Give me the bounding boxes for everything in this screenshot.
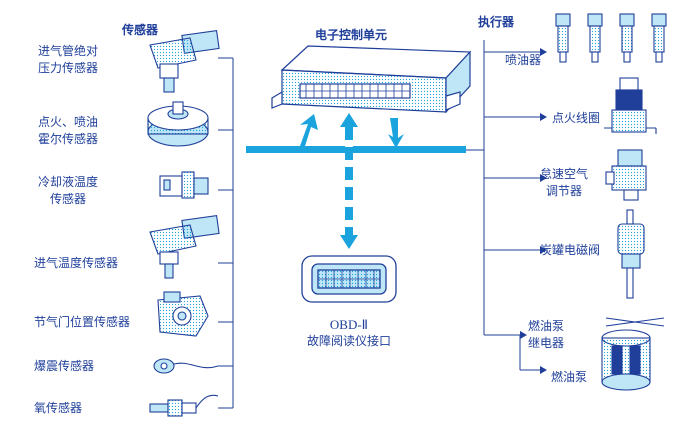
sensor-label-coolant-temp: 冷却液温度 传感器: [38, 174, 98, 208]
actuator-label-line1: 燃油泵: [528, 319, 565, 333]
sensor-label-hall: 点火、喷油 霍尔传感器: [38, 114, 98, 148]
obd-connector-image: [301, 255, 397, 303]
actuators-header: 执行器: [478, 15, 515, 29]
sensor-label-line1: 进气管绝对: [38, 44, 99, 58]
actuator-label-injector: 喷油器: [505, 53, 542, 67]
sensor-label-line1: 点火、喷油: [38, 115, 99, 129]
sensor-label-line2: 传感器: [50, 192, 87, 206]
canister-solenoid-image: [617, 209, 645, 299]
intake-temp-sensor-image: [149, 214, 220, 279]
actuator-label-fuel-pump: 燃油泵: [551, 370, 588, 384]
sensor-label-map: 进气管绝对 压力传感器: [38, 43, 98, 77]
obd-label-line2: 故障阅读仪接口: [306, 334, 391, 348]
obd-label-line1: OBD-Ⅱ: [329, 317, 369, 332]
actuator-label-ignition-coil: 点火线圈: [552, 111, 601, 125]
obd-link-arrow: [340, 113, 358, 249]
actuator-label-line1: 怠速空气: [540, 167, 589, 181]
signal-bus: [246, 114, 466, 153]
ignition-coil-image: [604, 77, 657, 134]
actuator-label-canister-solenoid: 炭罐电磁阀: [540, 243, 601, 257]
sensor-label-knock: 爆震传感器: [34, 359, 95, 373]
actuator-bus-lines: [466, 40, 540, 371]
sensor-bus-lines: [218, 57, 234, 409]
idle-air-valve-image: [605, 149, 647, 201]
map-sensor-image: [149, 29, 220, 93]
actuator-arrowheads: [520, 48, 547, 374]
actuator-label-idle-air: 怠速空气 调节器: [540, 166, 588, 200]
actuator-label-line2: 继电器: [528, 336, 565, 350]
coolant-temp-sensor-image: [159, 171, 209, 199]
throttle-position-sensor-image: [157, 291, 209, 337]
ecu-title: 电子控制单元: [315, 28, 388, 42]
sensor-label-line1: 冷却液温度: [38, 175, 99, 189]
sensor-label-line2: 压力传感器: [38, 61, 99, 75]
obd-label: OBD-Ⅱ 故障阅读仪接口: [296, 316, 402, 350]
ecu-unit-image: [271, 45, 472, 114]
sensor-label-oxygen: 氧传感器: [34, 401, 83, 415]
sensor-label-intake-temp: 进气温度传感器: [34, 256, 119, 270]
actuator-label-fuel-pump-relay: 燃油泵 继电器: [528, 318, 564, 352]
sensor-label-throttle-position: 节气门位置传感器: [34, 315, 131, 329]
fuel-pump-image: [601, 317, 665, 391]
sensors-header: 传感器: [122, 23, 159, 37]
injectors-image: [555, 13, 667, 63]
knock-sensor-image: [153, 358, 219, 374]
hall-sensor-image: [147, 101, 209, 147]
oxygen-sensor-image: [149, 394, 219, 417]
actuator-label-line2: 调节器: [546, 184, 583, 198]
sensor-label-line2: 霍尔传感器: [38, 132, 99, 146]
